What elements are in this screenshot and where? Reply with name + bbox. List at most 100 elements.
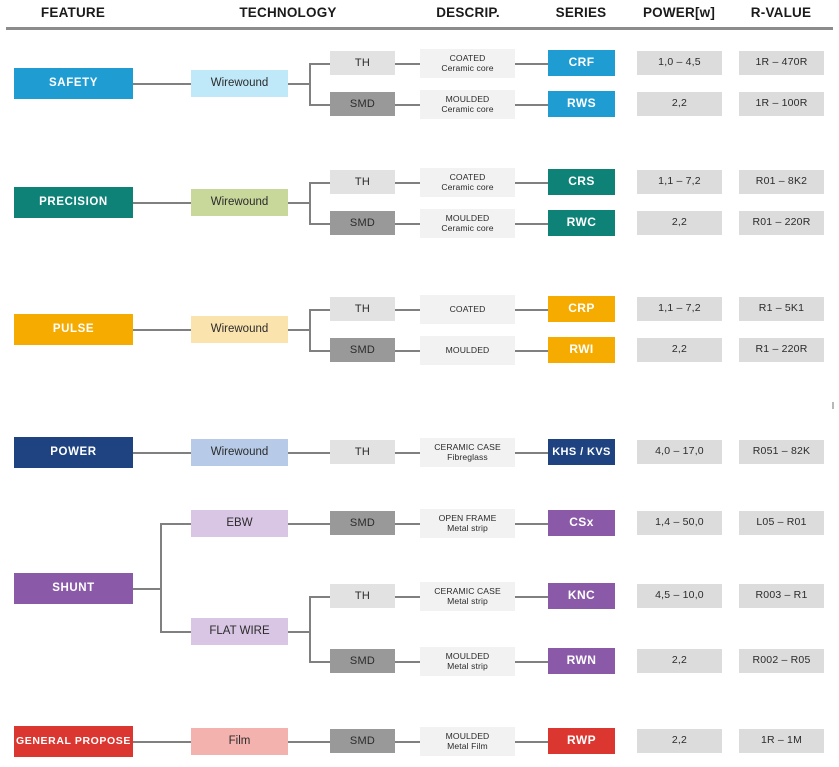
rvalue-box[interactable]: 1R – 100R — [739, 92, 824, 116]
descrip-line-1: MOULDED — [445, 730, 490, 741]
rvalue-box[interactable]: 1R – 1M — [739, 729, 824, 753]
connector-mount-descrip — [395, 63, 420, 65]
connector-mount-descrip — [395, 452, 420, 454]
series-box-csx[interactable]: CSx — [548, 510, 615, 536]
descrip-box[interactable]: COATED Ceramic core — [420, 168, 515, 197]
connector-split-vertical — [309, 182, 311, 223]
connector-descrip-series — [515, 741, 548, 743]
power-box[interactable]: 4,0 – 17,0 — [637, 440, 722, 464]
descrip-line-2: Ceramic core — [441, 181, 494, 192]
descrip-box[interactable]: MOULDED — [420, 336, 515, 365]
technology-box-pulse-wirewound[interactable]: Wirewound — [191, 316, 288, 343]
descrip-line-2: Ceramic core — [441, 222, 494, 233]
descrip-line-1: CERAMIC CASE — [434, 441, 501, 452]
connector-descrip-series — [515, 309, 548, 311]
descrip-box[interactable]: COATED Ceramic core — [420, 49, 515, 78]
column-header-power: POWER[w] — [642, 5, 716, 20]
feature-box-pulse[interactable]: PULSE — [14, 314, 133, 345]
connector-spine-ebw — [160, 523, 191, 525]
mount-box-smd[interactable]: SMD — [330, 338, 395, 362]
descrip-box[interactable]: MOULDED Ceramic core — [420, 209, 515, 238]
series-box-crs[interactable]: CRS — [548, 169, 615, 195]
power-box[interactable]: 2,2 — [637, 649, 722, 673]
mount-box-th[interactable]: TH — [330, 584, 395, 608]
feature-box-safety[interactable]: SAFETY — [14, 68, 133, 99]
descrip-line-1: MOULDED — [445, 650, 490, 661]
mount-box-smd[interactable]: SMD — [330, 92, 395, 116]
rvalue-box[interactable]: L05 – R01 — [739, 511, 824, 535]
rvalue-box[interactable]: R01 – 8K2 — [739, 170, 824, 194]
technology-box-precision-wirewound[interactable]: Wirewound — [191, 189, 288, 216]
connector-tech-mount — [288, 452, 330, 454]
technology-box-film[interactable]: Film — [191, 728, 288, 755]
descrip-line-1: MOULDED — [445, 344, 490, 355]
connector-split-bottom — [309, 661, 330, 663]
power-box[interactable]: 4,5 – 10,0 — [637, 584, 722, 608]
series-box-rws[interactable]: RWS — [548, 91, 615, 117]
feature-box-general-propose[interactable]: GENERAL PROPOSE — [14, 726, 133, 757]
connector-feature-tech — [133, 329, 191, 331]
column-header-descrip: DESCRIP. — [436, 5, 500, 20]
descrip-box[interactable]: MOULDED Metal strip — [420, 647, 515, 676]
column-header-series: SERIES — [555, 5, 607, 20]
power-box[interactable]: 2,2 — [637, 92, 722, 116]
descrip-box[interactable]: CERAMIC CASE Fibreglass — [420, 438, 515, 467]
descrip-box[interactable]: MOULDED Metal Film — [420, 727, 515, 756]
series-box-knc[interactable]: KNC — [548, 583, 615, 609]
series-box-khs-kvs[interactable]: KHS / KVS — [548, 439, 615, 465]
rvalue-box[interactable]: R01 – 220R — [739, 211, 824, 235]
descrip-box[interactable]: COATED — [420, 295, 515, 324]
mount-box-smd[interactable]: SMD — [330, 729, 395, 753]
descrip-line-2: Fibreglass — [447, 451, 488, 462]
descrip-line-2: Ceramic core — [441, 103, 494, 114]
series-box-rwc[interactable]: RWC — [548, 210, 615, 236]
column-header-rvalue: R-VALUE — [750, 5, 812, 20]
series-box-rwn[interactable]: RWN — [548, 648, 615, 674]
mount-box-th[interactable]: TH — [330, 440, 395, 464]
mount-box-th[interactable]: TH — [330, 51, 395, 75]
rvalue-box[interactable]: R1 – 5K1 — [739, 297, 824, 321]
power-box[interactable]: 2,2 — [637, 338, 722, 362]
series-box-crf[interactable]: CRF — [548, 50, 615, 76]
technology-box-ebw[interactable]: EBW — [191, 510, 288, 537]
connector-descrip-series — [515, 63, 548, 65]
mount-box-smd[interactable]: SMD — [330, 649, 395, 673]
rvalue-box[interactable]: R002 – R05 — [739, 649, 824, 673]
mount-box-smd[interactable]: SMD — [330, 511, 395, 535]
series-box-crp[interactable]: CRP — [548, 296, 615, 322]
technology-box-power-wirewound[interactable]: Wirewound — [191, 439, 288, 466]
power-box[interactable]: 1,0 – 4,5 — [637, 51, 722, 75]
column-header-feature: FEATURE — [40, 5, 106, 20]
descrip-box[interactable]: CERAMIC CASE Metal strip — [420, 582, 515, 611]
descrip-box[interactable]: MOULDED Ceramic core — [420, 90, 515, 119]
mount-box-th[interactable]: TH — [330, 297, 395, 321]
connector-split-top — [309, 596, 330, 598]
mount-box-th[interactable]: TH — [330, 170, 395, 194]
connector-split-bottom — [309, 350, 330, 352]
connector-descrip-series — [515, 350, 548, 352]
power-box[interactable]: 1,1 – 7,2 — [637, 297, 722, 321]
feature-box-shunt[interactable]: SHUNT — [14, 573, 133, 604]
connector-split-top — [309, 63, 330, 65]
mount-box-smd[interactable]: SMD — [330, 211, 395, 235]
header-divider — [6, 27, 833, 30]
connector-mount-descrip — [395, 596, 420, 598]
rvalue-box[interactable]: 1R – 470R — [739, 51, 824, 75]
rvalue-box[interactable]: R003 – R1 — [739, 584, 824, 608]
power-box[interactable]: 2,2 — [637, 211, 722, 235]
technology-box-flat-wire[interactable]: FLAT WIRE — [191, 618, 288, 645]
connector-tech-split — [288, 83, 310, 85]
power-box[interactable]: 1,1 – 7,2 — [637, 170, 722, 194]
descrip-box[interactable]: OPEN FRAME Metal strip — [420, 509, 515, 538]
series-box-rwp[interactable]: RWP — [548, 728, 615, 754]
rvalue-box[interactable]: R051 – 82K — [739, 440, 824, 464]
connector-split-vertical — [309, 63, 311, 104]
rvalue-box[interactable]: R1 – 220R — [739, 338, 824, 362]
power-box[interactable]: 2,2 — [637, 729, 722, 753]
series-box-rwi[interactable]: RWI — [548, 337, 615, 363]
feature-box-precision[interactable]: PRECISION — [14, 187, 133, 218]
power-box[interactable]: 1,4 – 50,0 — [637, 511, 722, 535]
feature-box-power[interactable]: POWER — [14, 437, 133, 468]
technology-box-safety-wirewound[interactable]: Wirewound — [191, 70, 288, 97]
descrip-line-1: OPEN FRAME — [438, 512, 497, 523]
